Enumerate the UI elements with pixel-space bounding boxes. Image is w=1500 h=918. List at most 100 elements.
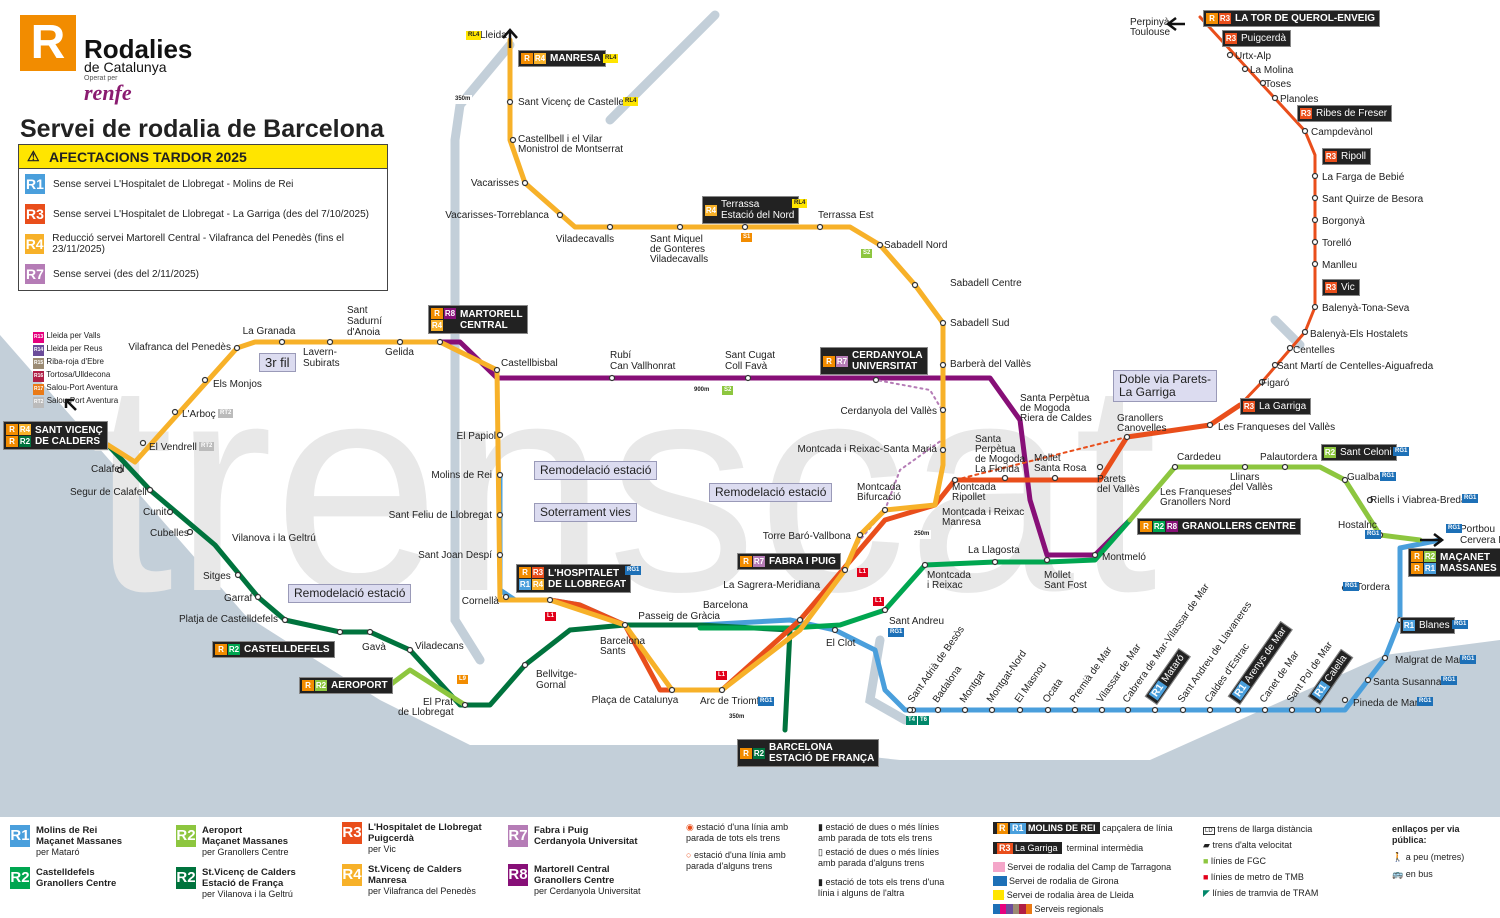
station-dot[interactable] (1226, 51, 1234, 59)
station-label-santasusanna[interactable]: Santa Susanna (1373, 677, 1442, 688)
station-dot[interactable] (881, 606, 889, 614)
station-dot[interactable] (1044, 706, 1052, 714)
station-dot[interactable] (1241, 463, 1249, 471)
station-dot[interactable] (1096, 463, 1104, 471)
station-dot[interactable] (951, 476, 959, 484)
station-dot[interactable] (1098, 706, 1106, 714)
station-label-montcadasm[interactable]: Montcada i Reixac-Santa Maria (797, 444, 937, 455)
station-dot[interactable] (961, 706, 969, 714)
station-label-molins[interactable]: Molins de Rei (431, 470, 492, 481)
station-label-santcugat2[interactable]: Coll Favà (725, 361, 768, 372)
station-label-lamolina[interactable]: La Molina (1250, 65, 1294, 76)
station-label-elprat2[interactable]: de Llobregat (398, 707, 454, 718)
station-label-castellbell[interactable]: Castellbell i el Vilar (518, 134, 603, 145)
station-dot[interactable] (146, 486, 154, 494)
station-label-montcadareixac2[interactable]: i Reixac (927, 580, 963, 591)
station-dot[interactable] (166, 508, 174, 516)
station-label-sabadellcentre[interactable]: Sabadell Centre (950, 278, 1022, 289)
station-dot[interactable] (139, 439, 147, 447)
station-dot[interactable] (881, 506, 889, 514)
station-label-planoles[interactable]: Planoles (1280, 94, 1318, 105)
station-dot[interactable] (506, 98, 514, 106)
station-dot[interactable] (186, 528, 194, 536)
station-dot[interactable] (906, 706, 914, 714)
station-label-toses[interactable]: Toses (1265, 79, 1291, 90)
station-dot[interactable] (1071, 706, 1079, 714)
station-dot[interactable] (496, 511, 504, 519)
station-label-montcadaman1[interactable]: Montcada i Reixac (942, 507, 1024, 518)
station-label-terrassaest[interactable]: Terrassa Est (818, 210, 874, 221)
station-dot[interactable] (1271, 94, 1279, 102)
station-label-molletsf2[interactable]: Sant Fost (1044, 580, 1087, 591)
station-dot[interactable] (608, 374, 616, 382)
station-label-portbou[interactable]: Portbou (1460, 524, 1495, 535)
station-dot[interactable] (1311, 172, 1319, 180)
station-dot[interactable] (366, 628, 374, 636)
station-dot[interactable] (621, 621, 629, 629)
station-dot[interactable] (1286, 344, 1294, 352)
station-dot[interactable] (461, 701, 469, 709)
station-label-torello[interactable]: Torelló (1322, 238, 1352, 249)
station-label-calafell[interactable]: Calafell (91, 464, 124, 475)
station-label-passeiggracia[interactable]: Passeig de Gràcia (638, 611, 720, 622)
station-dot[interactable] (496, 551, 504, 559)
station-label-garraf[interactable]: Garraf (224, 593, 253, 604)
station-dot[interactable] (278, 338, 286, 346)
station-dot[interactable] (1179, 706, 1187, 714)
station-dot[interactable] (1301, 127, 1309, 135)
station-label-torrebaro[interactable]: Torre Baró-Vallbona (763, 531, 852, 542)
station-dot[interactable] (1311, 238, 1319, 246)
station-label-cunit[interactable]: Cunit (143, 507, 167, 518)
station-dot[interactable] (336, 628, 344, 636)
station-label-pineda[interactable]: Pineda de Mar (1353, 698, 1419, 709)
station-dot[interactable] (1123, 433, 1131, 441)
station-label-centelles[interactable]: Centelles (1293, 345, 1335, 356)
station-label-elprat1[interactable]: El Prat (423, 697, 453, 708)
station-label-sitges[interactable]: Sitges (203, 571, 231, 582)
station-label-plcat[interactable]: Plaça de Catalunya (592, 695, 679, 706)
station-label-sants2[interactable]: Sants (600, 646, 626, 657)
station-label-arboc[interactable]: L'Arboç (182, 409, 216, 420)
station-label-cardedeu[interactable]: Cardedeu (1177, 452, 1221, 463)
station-label-balenyat[interactable]: Balenyà-Tona-Seva (1322, 303, 1410, 314)
station-dot[interactable] (1311, 303, 1319, 311)
station-dot[interactable] (934, 706, 942, 714)
station-label-montcadaman2[interactable]: Manresa (942, 517, 981, 528)
station-label-spflorida4[interactable]: La Florida (975, 464, 1020, 475)
station-dot[interactable] (436, 338, 444, 346)
station-label-sadurni3[interactable]: d'Anoia (347, 327, 380, 338)
station-label-sants1[interactable]: Barcelona (600, 636, 645, 647)
station-label-parets2[interactable]: del Vallès (1097, 484, 1140, 495)
station-label-elsmonjos[interactable]: Els Monjos (213, 379, 262, 390)
station-label-bellvitge1[interactable]: Bellvitge- (536, 669, 577, 680)
station-dot[interactable] (234, 571, 242, 579)
station-label-montmelo[interactable]: Montmeló (1102, 552, 1146, 563)
station-dot[interactable] (1364, 676, 1372, 684)
station-label-ripollet2[interactable]: Ripollet (952, 492, 986, 503)
station-label-franquesesn1[interactable]: Les Franqueses (1160, 487, 1232, 498)
station-label-spriera2[interactable]: de Mogoda (1020, 403, 1070, 414)
station-label-santcugat1[interactable]: Sant Cugat (725, 350, 775, 361)
station-dot[interactable] (1258, 378, 1266, 386)
station-dot[interactable] (1001, 474, 1009, 482)
station-label-molletsr1[interactable]: Mollet (1034, 453, 1061, 464)
station-label-vilafranca[interactable]: Vilafranca del Penedès (128, 342, 231, 353)
station-label-segur[interactable]: Segur de Calafell (70, 487, 147, 498)
station-label-molletsr2[interactable]: Santa Rosa (1034, 463, 1087, 474)
station-label-gelida[interactable]: Gelida (385, 347, 414, 358)
station-label-arctriomf[interactable]: Arc de Triomf (700, 696, 760, 707)
station-dot[interactable] (1241, 65, 1249, 73)
station-label-montcadareixac1[interactable]: Montcada (927, 570, 971, 581)
station-dot[interactable] (496, 471, 504, 479)
station-dot[interactable] (1288, 706, 1296, 714)
station-label-campdevanol[interactable]: Campdevànol (1311, 127, 1373, 138)
station-label-canovelles1[interactable]: Granollers (1117, 413, 1163, 424)
station-dot[interactable] (326, 338, 334, 346)
